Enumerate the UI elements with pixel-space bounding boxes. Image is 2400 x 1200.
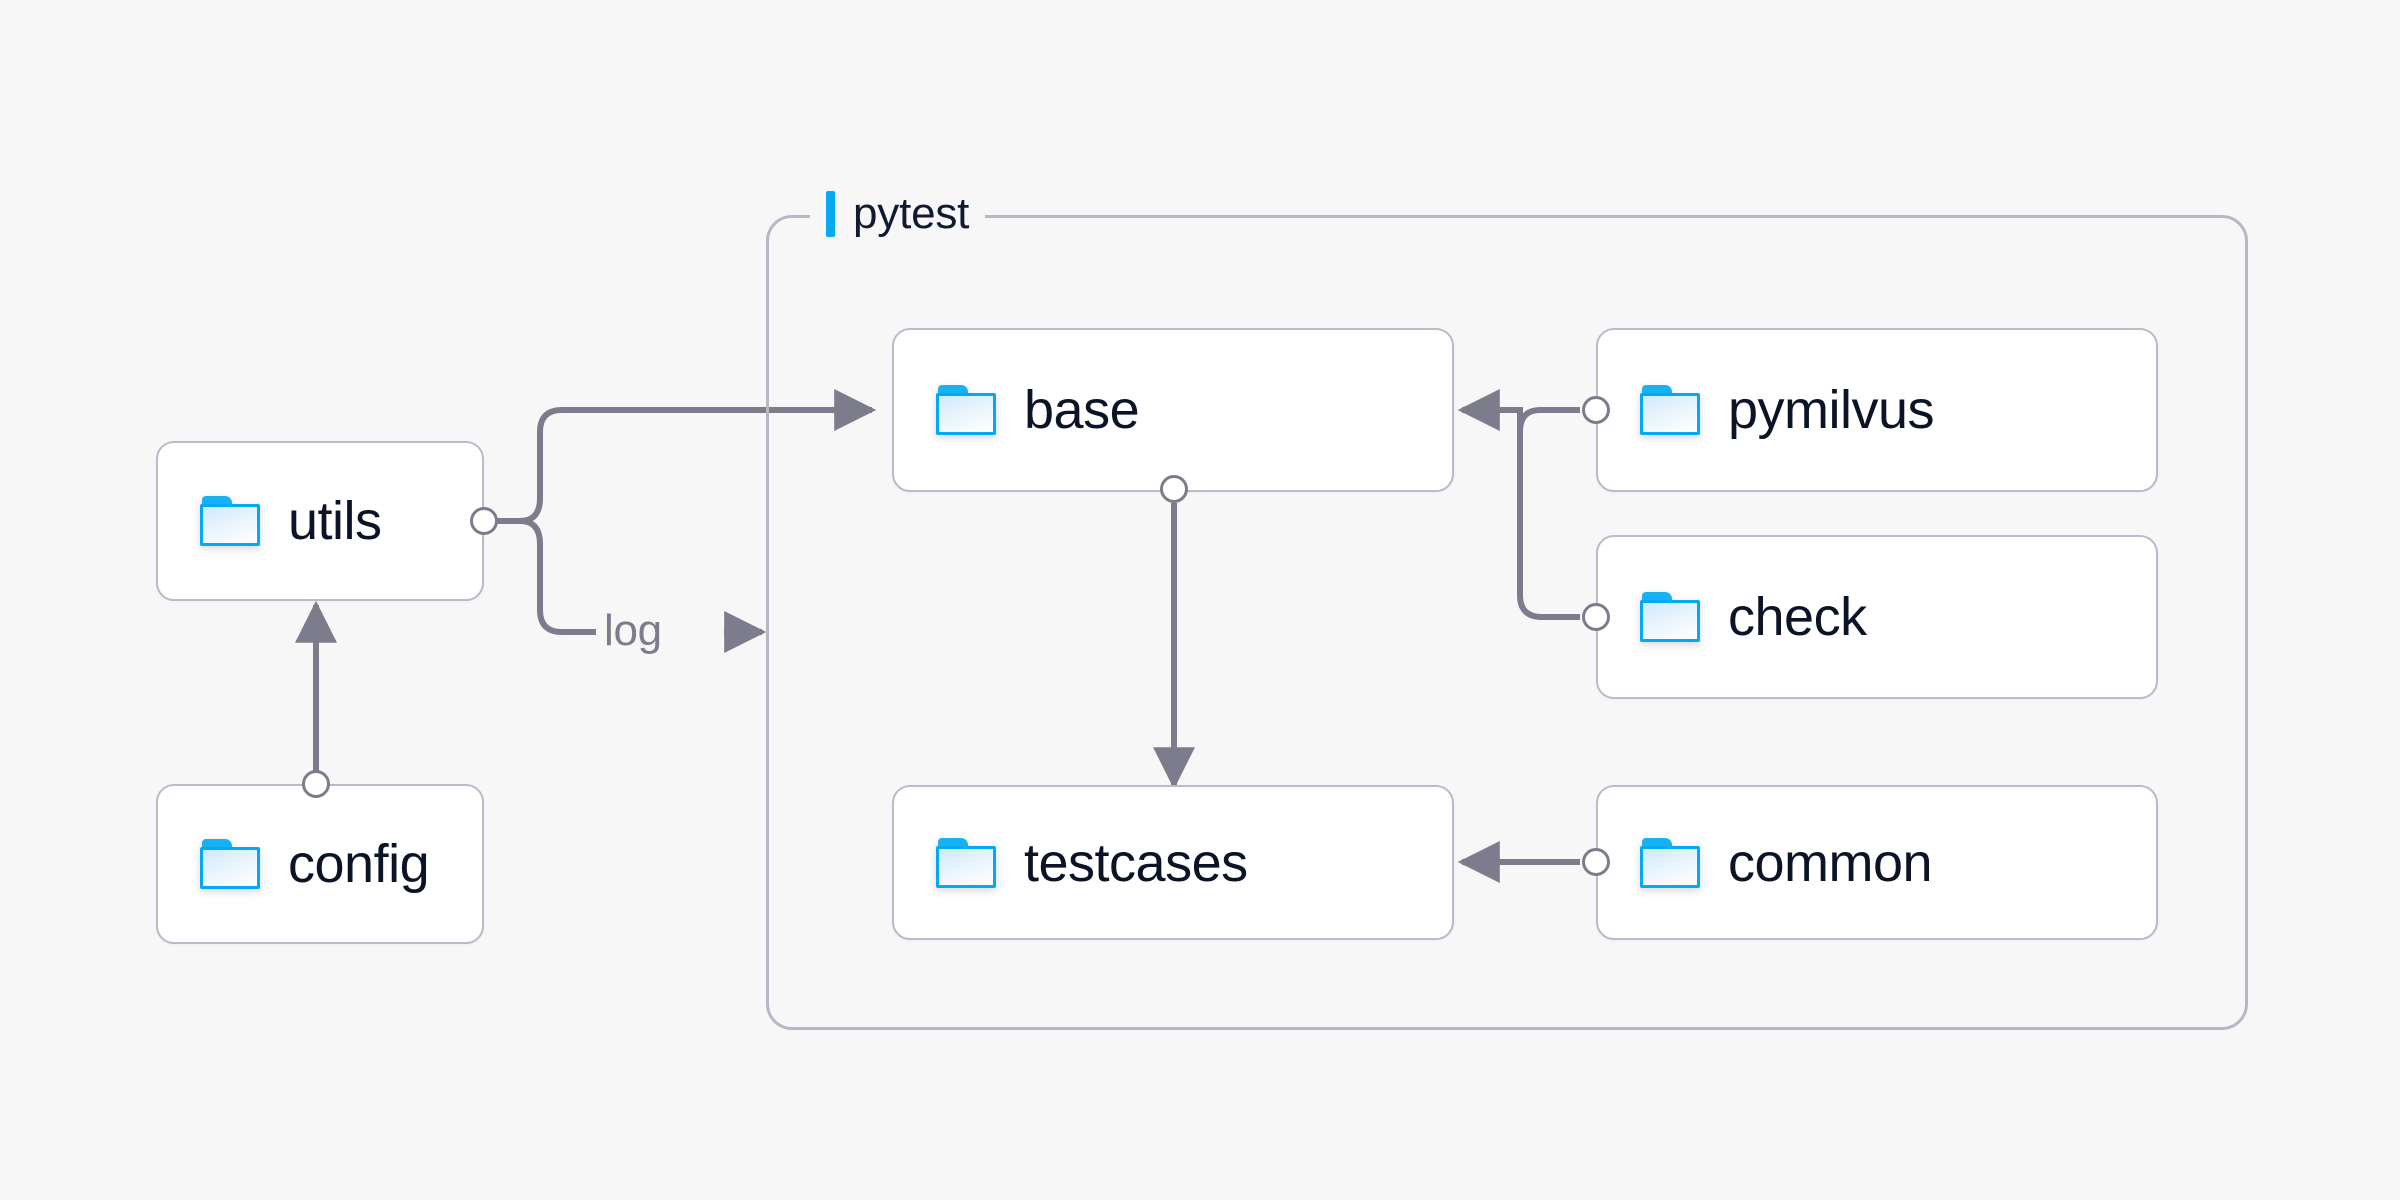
- node-utils-label: utils: [288, 491, 382, 551]
- node-config-label: config: [288, 834, 430, 894]
- folder-icon: [1640, 385, 1700, 435]
- folder-icon: [200, 839, 260, 889]
- node-common[interactable]: common: [1596, 785, 2158, 940]
- folder-icon: [200, 496, 260, 546]
- edge-label-log: log: [604, 606, 662, 655]
- node-check[interactable]: check: [1596, 535, 2158, 699]
- node-pymilvus-label: pymilvus: [1728, 380, 1935, 440]
- port-pymilvus-left[interactable]: [1582, 396, 1610, 424]
- port-common-left[interactable]: [1582, 848, 1610, 876]
- group-pytest-label: pytest: [810, 186, 986, 242]
- folder-icon: [936, 837, 996, 888]
- port-base-bottom[interactable]: [1160, 475, 1188, 503]
- port-config-top[interactable]: [302, 770, 330, 798]
- group-pytest[interactable]: [766, 215, 2248, 1030]
- folder-icon: [1640, 592, 1700, 642]
- port-check-left[interactable]: [1582, 603, 1610, 631]
- node-testcases[interactable]: testcases: [892, 785, 1454, 940]
- node-pymilvus[interactable]: pymilvus: [1596, 328, 2158, 492]
- node-utils[interactable]: utils: [156, 441, 484, 601]
- port-utils-right[interactable]: [470, 507, 498, 535]
- node-base-label: base: [1024, 380, 1140, 440]
- folder-icon: [936, 385, 996, 435]
- node-base[interactable]: base: [892, 328, 1454, 492]
- node-common-label: common: [1728, 832, 1933, 893]
- node-testcases-label: testcases: [1024, 832, 1248, 893]
- node-config[interactable]: config: [156, 784, 484, 944]
- folder-icon: [1640, 837, 1700, 888]
- group-accent-bar: [826, 191, 835, 237]
- edge-utils-log: [484, 518, 596, 635]
- group-title: pytest: [853, 189, 970, 238]
- node-check-label: check: [1728, 587, 1867, 647]
